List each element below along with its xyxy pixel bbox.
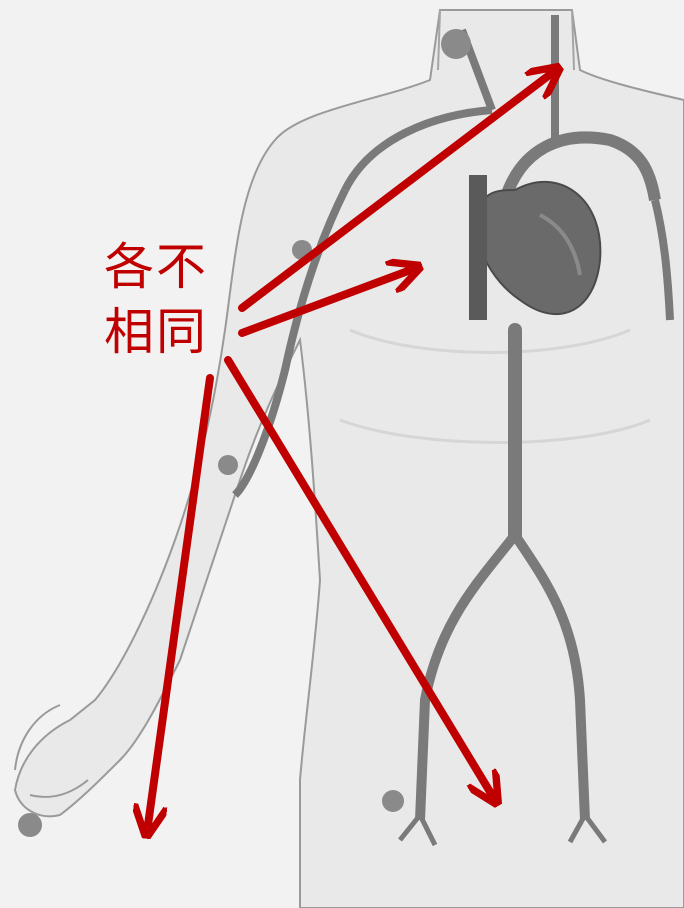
- pulse-dot-elbow: [218, 455, 238, 475]
- pulse-dot-hand: [18, 813, 42, 837]
- label-line-1: 各不: [104, 236, 234, 298]
- pulse-dot-groin: [382, 790, 404, 812]
- pulse-dot-neck: [441, 29, 471, 59]
- label-line-2: 相同: [104, 301, 234, 363]
